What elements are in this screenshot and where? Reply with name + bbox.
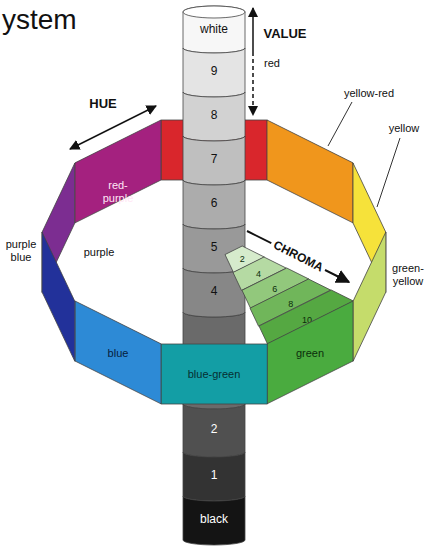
hue-panel: green-yellow bbox=[353, 232, 386, 361]
hue-panel-label: yellow-red bbox=[344, 87, 394, 100]
hue-panel-shape bbox=[75, 120, 161, 223]
page-title: ystem bbox=[2, 4, 77, 36]
hue-panel-shape bbox=[267, 120, 353, 223]
hue-panel-label: blue bbox=[108, 347, 129, 360]
axis-label: VALUE bbox=[263, 27, 306, 42]
hue-panel-label: purple bbox=[84, 246, 115, 259]
value-segment-label: 1 bbox=[211, 469, 218, 483]
value-segment: white bbox=[183, 6, 245, 54]
hue-panel-outline bbox=[75, 301, 161, 404]
value-segment-outline bbox=[183, 452, 245, 501]
hue-panel-shape bbox=[42, 232, 75, 361]
hue-panel-outline bbox=[75, 120, 161, 223]
value-segment: 1 bbox=[183, 452, 245, 502]
value-segment-label: 5 bbox=[211, 241, 218, 255]
value-segment-label: 8 bbox=[211, 109, 218, 123]
leader-line bbox=[377, 138, 400, 207]
hue-panel-label: blue-green bbox=[188, 368, 241, 381]
value-segment: 2 bbox=[183, 404, 245, 458]
hue-panel-shape bbox=[353, 232, 386, 361]
value-column-top bbox=[183, 6, 245, 18]
hue-panel-label: purple blue bbox=[3, 238, 39, 263]
hue-panel-label: yellow bbox=[389, 122, 420, 135]
hue-panel-label: red-purple bbox=[94, 179, 142, 204]
axis-label-holder: HUE bbox=[89, 97, 116, 112]
value-segment-label: 6 bbox=[211, 197, 218, 211]
hue-panel-outline bbox=[42, 163, 75, 292]
value-segment-label: 9 bbox=[211, 65, 218, 79]
chroma-step-label: 4 bbox=[256, 269, 261, 279]
hue-panel-outline bbox=[161, 344, 267, 404]
value-segment-label: 7 bbox=[211, 153, 218, 167]
hue-panel: purple blue bbox=[42, 232, 75, 361]
value-segment: 6 bbox=[183, 180, 245, 230]
value-segment-label: black bbox=[200, 513, 228, 527]
hue-panel: blue-green bbox=[161, 344, 267, 404]
hue-panel-label: green bbox=[296, 347, 324, 360]
value-segment: 8 bbox=[183, 92, 245, 142]
value-segment: black bbox=[183, 496, 245, 546]
hue-panel-outline bbox=[353, 232, 386, 361]
value-segment-outline bbox=[183, 404, 245, 457]
value-segment-outline bbox=[183, 180, 245, 229]
leader-line bbox=[328, 102, 352, 146]
axis-label: HUE bbox=[89, 97, 116, 112]
value-segment-outline bbox=[183, 6, 245, 53]
hue-panel-outline bbox=[161, 120, 267, 180]
value-arrow-dashed bbox=[252, 52, 254, 115]
hue-panel: yellow-red bbox=[267, 120, 353, 223]
value-segment-label: white bbox=[200, 23, 228, 37]
value-segment-outline bbox=[183, 496, 245, 545]
value-segment: 9 bbox=[183, 48, 245, 98]
value-arrow bbox=[252, 8, 254, 52]
value-segment-label: 4 bbox=[211, 285, 218, 299]
hue-panel-label: green-yellow bbox=[391, 262, 425, 287]
value-segment-outline bbox=[183, 48, 245, 97]
hue-panel: green bbox=[267, 301, 353, 404]
value-segment-label: 2 bbox=[211, 423, 218, 437]
value-segment-outline bbox=[183, 136, 245, 185]
chroma-step-label: 8 bbox=[288, 299, 293, 309]
chroma-step-outline bbox=[259, 290, 354, 344]
hue-panel: blue bbox=[75, 301, 161, 404]
title-holder: ystem bbox=[2, 4, 77, 36]
hue-panel: red-purple bbox=[75, 120, 161, 223]
value-segment: 7 bbox=[183, 136, 245, 186]
hue-panel-outline bbox=[267, 120, 353, 223]
value-segment-outline bbox=[183, 92, 245, 141]
chroma-step-label: 6 bbox=[272, 284, 277, 294]
axis-label-holder: VALUE bbox=[263, 27, 306, 42]
hue-panel-label: red bbox=[264, 57, 280, 70]
chroma-step-label: 2 bbox=[240, 254, 245, 264]
